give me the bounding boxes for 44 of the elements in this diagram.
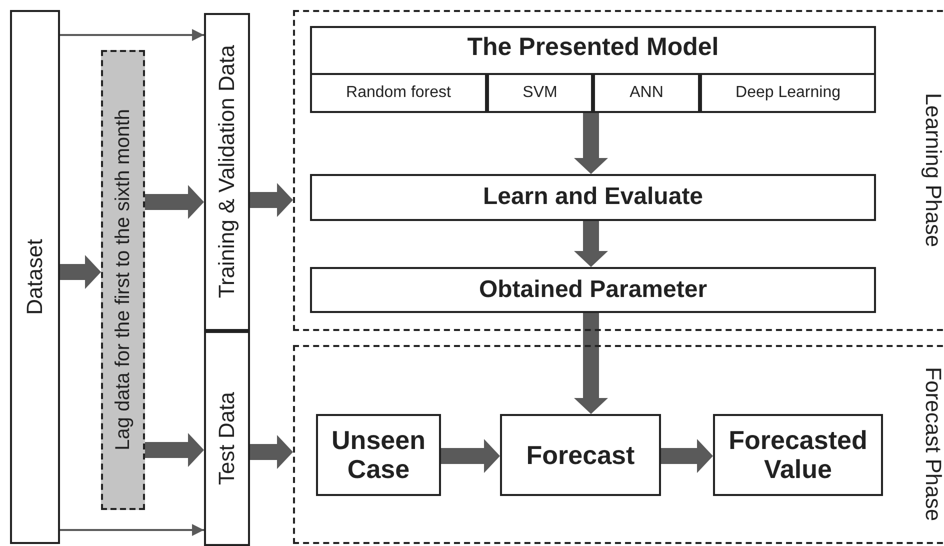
block-arrow — [250, 183, 293, 217]
block-arrow — [574, 221, 608, 267]
data-box — [204, 331, 250, 546]
block-arrow — [60, 255, 101, 289]
arrow — [60, 524, 204, 536]
block-arrow — [250, 435, 293, 469]
phase-panel — [293, 345, 944, 544]
node-label: Dataset — [22, 239, 48, 315]
block-arrow — [145, 185, 204, 219]
node-label: Unseen Case — [330, 426, 426, 484]
process-box — [316, 414, 441, 496]
process-box — [310, 174, 876, 221]
model-cell — [310, 73, 487, 113]
node-label: Test Data — [214, 392, 240, 485]
block-arrow — [661, 439, 713, 473]
lag-data-box — [101, 50, 145, 510]
node-label: Deep Learning — [736, 84, 840, 102]
node-label: The Presented Model — [467, 34, 719, 62]
model-cell — [700, 73, 876, 113]
phase-label: Forecast Phase — [920, 367, 944, 522]
model-box — [310, 26, 876, 113]
node-label: ANN — [630, 84, 664, 102]
block-arrow — [441, 439, 500, 473]
node-label: SVM — [522, 84, 558, 102]
phase-panel — [293, 10, 944, 331]
process-box — [310, 267, 876, 313]
data-box — [10, 10, 60, 544]
node-label: Forecast — [526, 440, 635, 470]
node-label: Forecasted Value — [728, 426, 868, 484]
block-arrow — [574, 113, 608, 174]
node-label: Lag data for the first to the sixth month — [112, 109, 134, 451]
node-label: Obtained Parameter — [478, 276, 708, 304]
process-box — [500, 414, 661, 496]
node-label: Training & Validation Data — [214, 45, 240, 299]
model-cell — [593, 73, 700, 113]
node-label: Learn and Evaluate — [482, 184, 704, 211]
model-cell — [487, 73, 593, 113]
phase-label: Learning Phase — [920, 93, 944, 248]
block-arrow — [145, 433, 204, 467]
process-box — [713, 414, 883, 496]
node-label: Random forest — [346, 84, 451, 102]
arrow — [60, 29, 204, 41]
data-box — [204, 13, 250, 331]
block-arrow — [574, 313, 608, 414]
